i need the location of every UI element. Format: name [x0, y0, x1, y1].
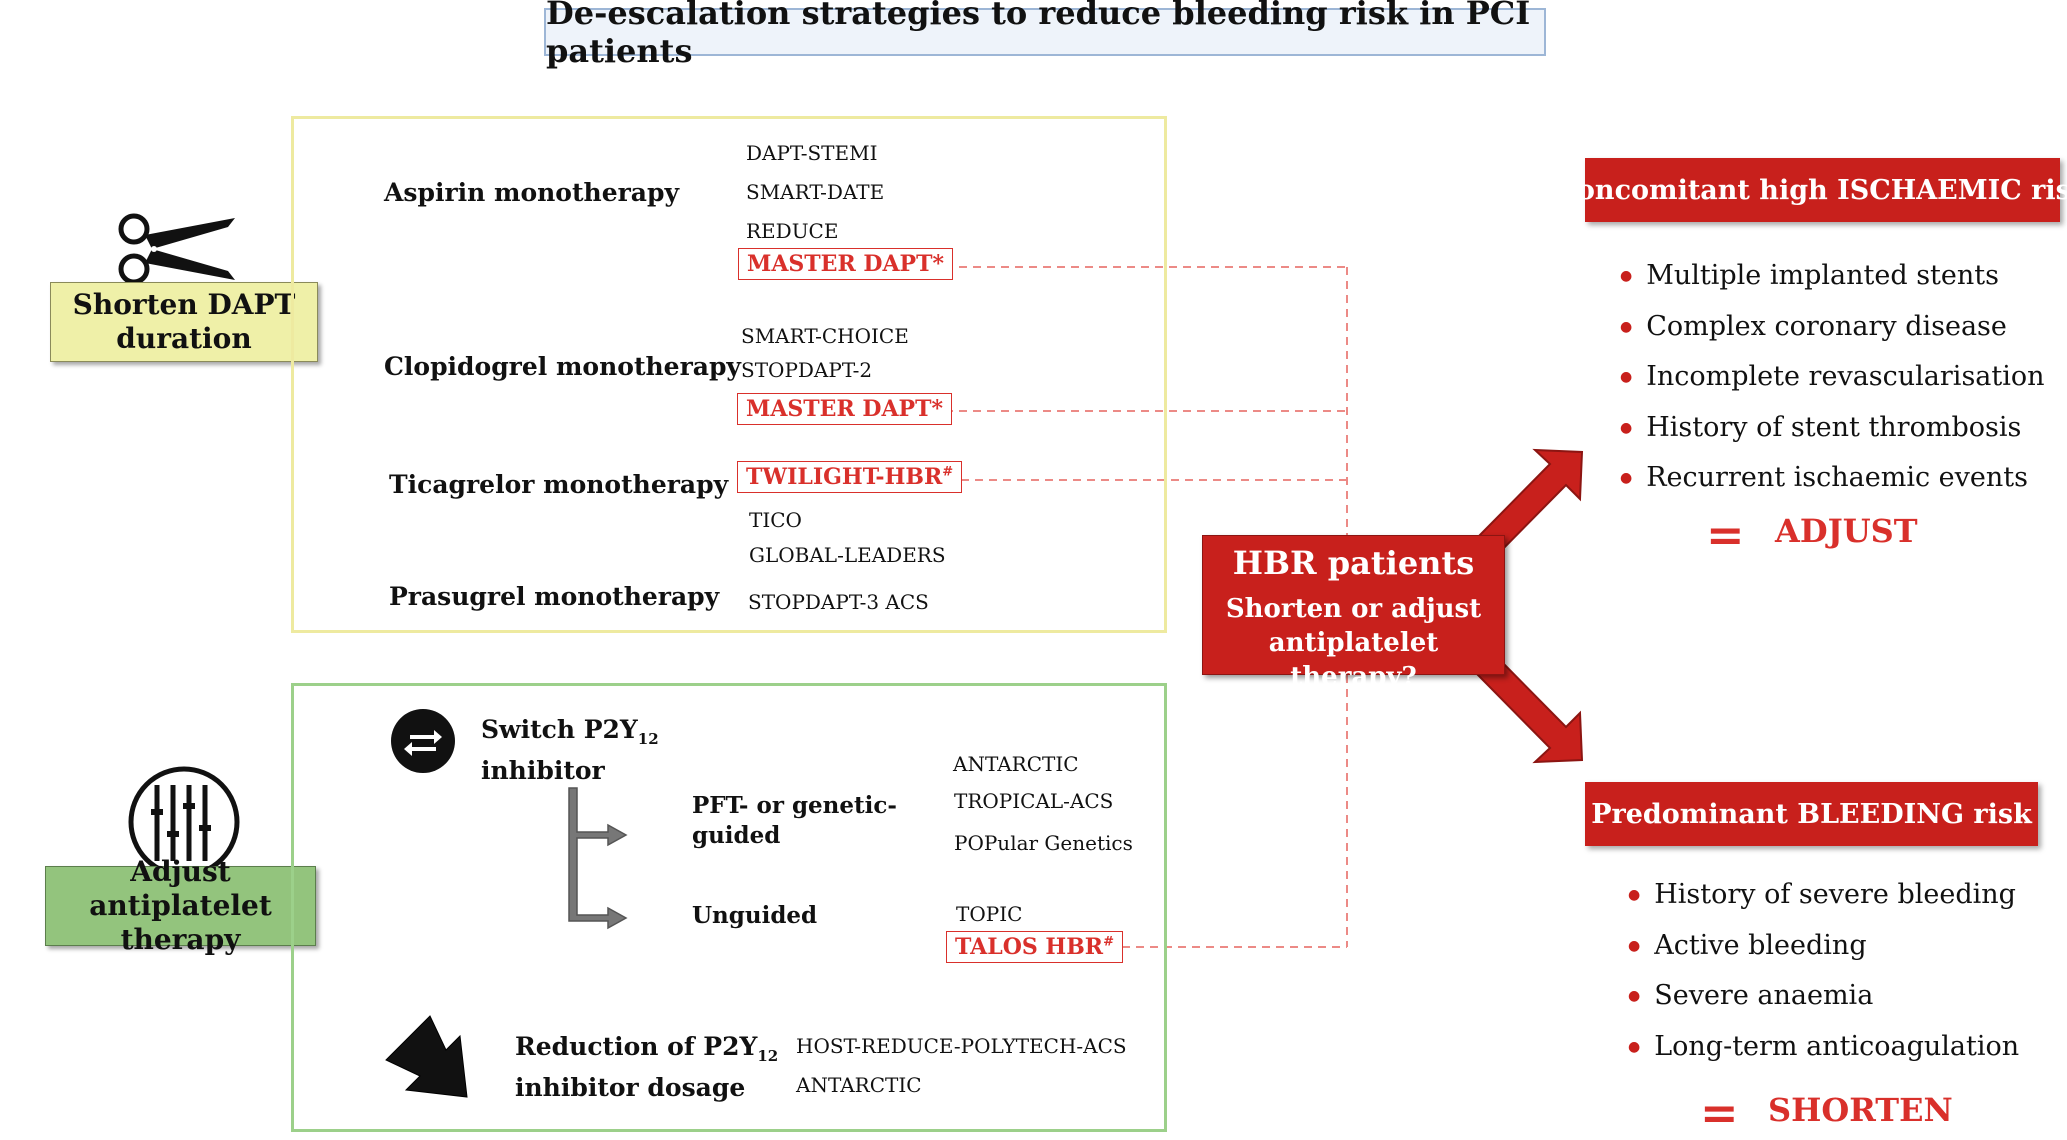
trial-label: TWILIGHT-HBR — [746, 464, 943, 490]
unguided-heading: Unguided — [692, 902, 818, 929]
trial-name: TICO — [749, 508, 802, 532]
adjust-antiplatelet-tag: Adjust antiplatelet therapy — [45, 855, 316, 956]
adjust-verdict: ADJUST — [1775, 512, 1918, 550]
equals-sign: = — [1706, 508, 1745, 562]
branch-arrow-icon — [568, 787, 628, 930]
list-item: History of severe bleeding — [1628, 872, 2019, 923]
guided-line1: PFT- or genetic- — [692, 792, 897, 819]
guided-heading: PFT- or genetic- guided — [692, 791, 897, 851]
shorten-dapt-tag: Shorten DAPT duration — [50, 282, 318, 362]
ticagrelor-heading: Ticagrelor monotherapy — [389, 470, 729, 499]
trial-mark: # — [1103, 934, 1114, 950]
list-item: Long-term anticoagulation — [1628, 1024, 2019, 1075]
trial-name: POPular Genetics — [954, 831, 1133, 855]
trial-mark: # — [942, 464, 954, 480]
down-right-arrow-icon — [385, 1015, 468, 1098]
list-item: Incomplete revascularisation — [1620, 354, 2044, 405]
list-item: History of stent thrombosis — [1620, 405, 2045, 456]
dashed-connectors — [931, 266, 1348, 948]
sliders-icon — [128, 766, 240, 878]
trial-name: HOST-REDUCE-POLYTECH-ACS — [796, 1034, 1127, 1058]
ischaemic-risk-list: Multiple implanted stents Complex corona… — [1620, 253, 2045, 506]
highlighted-trial: TALOS HBR# — [946, 931, 1123, 963]
switch-line2: inhibitor — [481, 756, 605, 785]
list-item: Multiple implanted stents — [1620, 253, 2045, 304]
list-item: Recurrent ischaemic events — [1620, 455, 2045, 506]
bleeding-risk-label: Predominant BLEEDING risk — [1585, 782, 2038, 846]
highlighted-trial: MASTER DAPT* — [737, 393, 952, 425]
equals-sign: = — [1700, 1086, 1739, 1140]
trial-name: STOPDAPT-2 — [741, 358, 873, 382]
trial-name: GLOBAL-LEADERS — [749, 543, 946, 567]
adjust-panel — [291, 683, 1167, 1132]
hbr-title: HBR patients — [1232, 544, 1475, 582]
hbr-question-line2: antiplatelet therapy? — [1268, 628, 1439, 692]
shorten-panel — [291, 116, 1167, 633]
list-item: Severe anaemia — [1628, 973, 2019, 1024]
ischaemic-risk-label: Concomitant high ISCHAEMIC risk — [1555, 158, 2067, 222]
list-item: Active bleeding — [1628, 923, 2019, 974]
reduction-line1: Reduction of P2Y — [515, 1032, 758, 1061]
trial-name: ANTARCTIC — [796, 1073, 922, 1097]
trial-name: ANTARCTIC — [953, 752, 1079, 776]
switch-heading: Switch P2Y12 inhibitor — [481, 714, 659, 787]
switch-arrows-icon — [391, 709, 455, 773]
guided-line2: guided — [692, 822, 781, 849]
hbr-question: Shorten or adjust antiplatelet therapy? — [1203, 592, 1504, 694]
reduction-subscript: 12 — [757, 1047, 779, 1065]
list-item: Complex coronary disease — [1620, 304, 2045, 355]
highlighted-trial: MASTER DAPT* — [738, 248, 953, 280]
prasugrel-heading: Prasugrel monotherapy — [389, 582, 720, 611]
trial-name: SMART-DATE — [746, 180, 885, 204]
aspirin-heading: Aspirin monotherapy — [384, 178, 679, 207]
scissors-icon — [118, 213, 235, 285]
trial-name: TROPICAL-ACS — [954, 789, 1114, 813]
switch-subscript: 12 — [637, 730, 659, 748]
trial-name: REDUCE — [746, 219, 839, 243]
up-right-arrow-icon — [1476, 448, 1584, 560]
shorten-verdict: SHORTEN — [1768, 1091, 1953, 1129]
hbr-question-line1: Shorten or adjust — [1225, 594, 1482, 624]
trial-name: TOPIC — [956, 902, 1023, 926]
trial-name: STOPDAPT-3 ACS — [748, 590, 929, 614]
hbr-patients-box: HBR patients Shorten or adjust antiplate… — [1202, 535, 1505, 692]
highlighted-trial: TWILIGHT-HBR# — [737, 461, 963, 493]
switch-line1: Switch P2Y — [481, 715, 638, 744]
clopidogrel-heading: Clopidogrel monotherapy — [384, 352, 741, 381]
trial-name: DAPT-STEMI — [746, 141, 878, 165]
down-right-arrow-icon — [1476, 652, 1584, 764]
reduction-line2: inhibitor dosage — [515, 1073, 746, 1102]
reduction-heading: Reduction of P2Y12 inhibitor dosage — [515, 1031, 778, 1104]
bleeding-risk-list: History of severe bleeding Active bleedi… — [1628, 872, 2019, 1074]
trial-name: SMART-CHOICE — [741, 324, 909, 348]
trial-label: TALOS HBR — [955, 934, 1104, 960]
